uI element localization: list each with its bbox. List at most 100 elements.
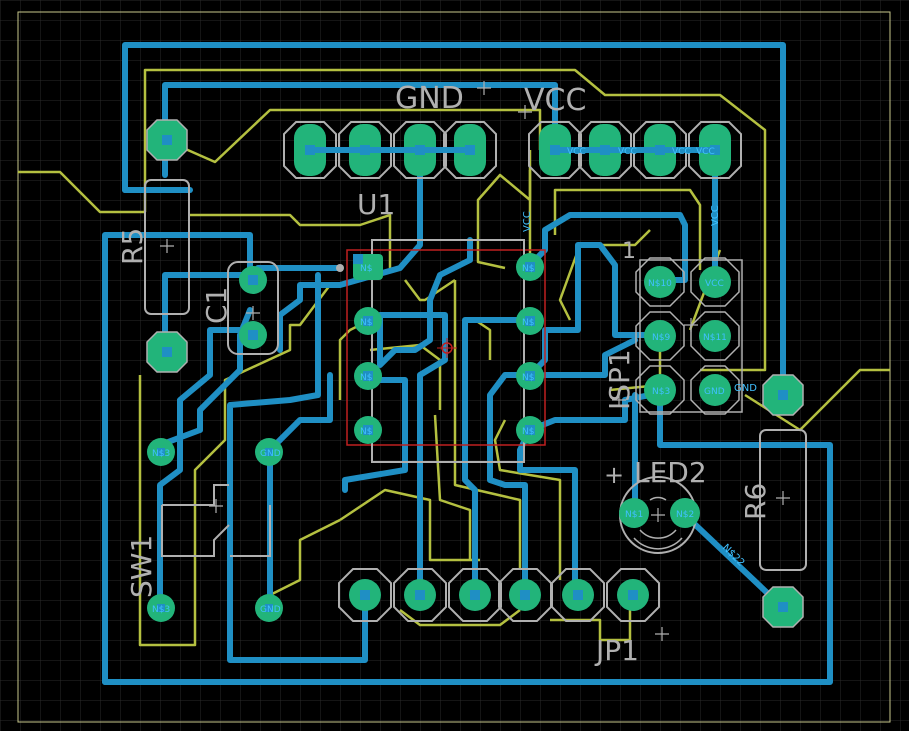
- r6-pad[interactable]: [762, 586, 804, 628]
- pad-label: VCC: [618, 147, 637, 157]
- bottom-trace: [487, 372, 533, 598]
- c1-body-outline: [227, 261, 279, 355]
- gnd-bus-trace: [310, 147, 470, 153]
- bottom-trace: [527, 212, 688, 283]
- svg-text:N$3: N$3: [152, 449, 170, 459]
- led2-pad[interactable]: N$1: [619, 498, 649, 528]
- part-origin-crosses: [160, 81, 790, 641]
- svg-text:GND: GND: [260, 605, 281, 615]
- pad-label: VCC: [696, 147, 715, 157]
- svg-text:N$11: N$11: [703, 333, 727, 343]
- pad-label: VCC: [567, 147, 586, 157]
- r5-body-outline: [144, 179, 190, 315]
- sw1-pad[interactable]: N$3: [147, 438, 175, 466]
- u1-pad[interactable]: N$: [516, 416, 544, 444]
- svg-text:N$3: N$3: [152, 605, 170, 615]
- trace-label-vcc: VCC: [522, 211, 533, 232]
- isp1-body-outline: [639, 259, 743, 413]
- svg-text:GND: GND: [704, 387, 725, 397]
- r5-label: R5: [116, 228, 149, 265]
- isp1-pad[interactable]: VCC: [690, 257, 740, 307]
- sw1-pad[interactable]: N$3: [147, 594, 175, 622]
- top-trace: [493, 419, 562, 580]
- isp1-pin1-marker: 1: [622, 239, 636, 264]
- bottom-trace: [122, 42, 786, 398]
- bottom-trace: [157, 327, 253, 613]
- bottom-trace: [682, 512, 783, 608]
- svg-text:N$: N$: [360, 373, 372, 383]
- led2-label: LED2: [634, 456, 707, 489]
- vcc-bus-trace: [555, 147, 715, 153]
- isp1-pad[interactable]: N$11: [690, 311, 740, 361]
- u1-pad[interactable]: N$: [353, 254, 383, 280]
- top-trace: [433, 414, 472, 560]
- sw1-pad[interactable]: GND: [255, 438, 283, 466]
- u1-pin1-dot: [336, 264, 344, 272]
- top-trace: [474, 318, 492, 360]
- led2-plus-marker: +: [604, 461, 624, 489]
- origin-cross: [655, 627, 669, 641]
- bottom-trace: [162, 82, 558, 153]
- u1-origin-cross: [437, 338, 457, 358]
- origin-cross: [246, 306, 260, 320]
- u1-label: U1: [357, 188, 395, 221]
- jp1-pad[interactable]: [551, 568, 605, 622]
- top-trace: [259, 518, 341, 602]
- origin-cross: [160, 239, 174, 253]
- u1-silkscreen-outline: [371, 239, 525, 463]
- u1-pad[interactable]: N$: [516, 307, 544, 335]
- u1-pad[interactable]: N$: [516, 362, 544, 390]
- jp1-pad[interactable]: [498, 568, 552, 622]
- led2-pad[interactable]: N$2: [670, 498, 700, 528]
- board-outline: [17, 11, 891, 723]
- top-trace: [553, 188, 702, 270]
- trace-label-vcc: VCC: [710, 205, 721, 226]
- jp1-label: JP1: [594, 634, 639, 667]
- isp1-pad[interactable]: N$3: [635, 365, 685, 415]
- bottom-trace: [267, 372, 333, 453]
- svg-text:N$: N$: [360, 427, 372, 437]
- origin-cross: [477, 81, 491, 95]
- isp1-pad[interactable]: N$10: [635, 257, 685, 307]
- bottom-trace: [342, 377, 408, 493]
- u1-pad[interactable]: N$: [354, 307, 382, 335]
- jp1-pad[interactable]: [393, 568, 447, 622]
- sw1-label: SW1: [125, 535, 158, 598]
- r5-pad[interactable]: [146, 119, 188, 161]
- top-trace: [18, 170, 145, 214]
- r5-pad[interactable]: [146, 331, 188, 373]
- jp1-pad[interactable]: [606, 568, 660, 622]
- svg-text:N$: N$: [522, 318, 534, 328]
- origin-cross: [612, 393, 626, 407]
- silkscreen-outlines: [144, 179, 807, 571]
- vcc-header-label: VCC: [524, 83, 586, 118]
- c1-pad[interactable]: [239, 266, 267, 294]
- origin-cross: [776, 491, 790, 505]
- top-trace: [138, 276, 371, 647]
- r6-body-outline: [759, 429, 807, 571]
- r6-pad[interactable]: [762, 374, 804, 416]
- svg-text:N$3: N$3: [652, 387, 670, 397]
- svg-text:N$10: N$10: [648, 279, 672, 289]
- svg-text:VCC: VCC: [705, 279, 724, 289]
- jp1-pad[interactable]: [338, 568, 392, 622]
- trace-label-gnd: GND: [734, 383, 757, 394]
- isp1-pad[interactable]: GND: [690, 365, 740, 415]
- u1-pad[interactable]: N$: [354, 362, 382, 390]
- svg-text:N$1: N$1: [625, 510, 643, 520]
- svg-text:N$: N$: [522, 373, 534, 383]
- u1-pad[interactable]: N$: [516, 253, 544, 281]
- c1-pad[interactable]: [239, 321, 267, 349]
- isp1-pad[interactable]: N$9: [635, 311, 685, 361]
- svg-text:N$: N$: [522, 264, 534, 274]
- gnd-header-label: GND: [395, 81, 464, 116]
- u1-pad[interactable]: N$: [354, 416, 382, 444]
- svg-text:GND: GND: [260, 449, 281, 459]
- sw1-pad[interactable]: GND: [255, 594, 283, 622]
- top-trace: [143, 68, 767, 372]
- u1-pads: N$ N$ N$ N$ N$ N$ N$ N$: [353, 253, 544, 444]
- isp1-pads: N$10 VCC N$9 N$11 N$3 GND: [635, 257, 740, 415]
- jp1-pad[interactable]: [448, 568, 502, 622]
- u1-placement-keepout: [346, 249, 546, 446]
